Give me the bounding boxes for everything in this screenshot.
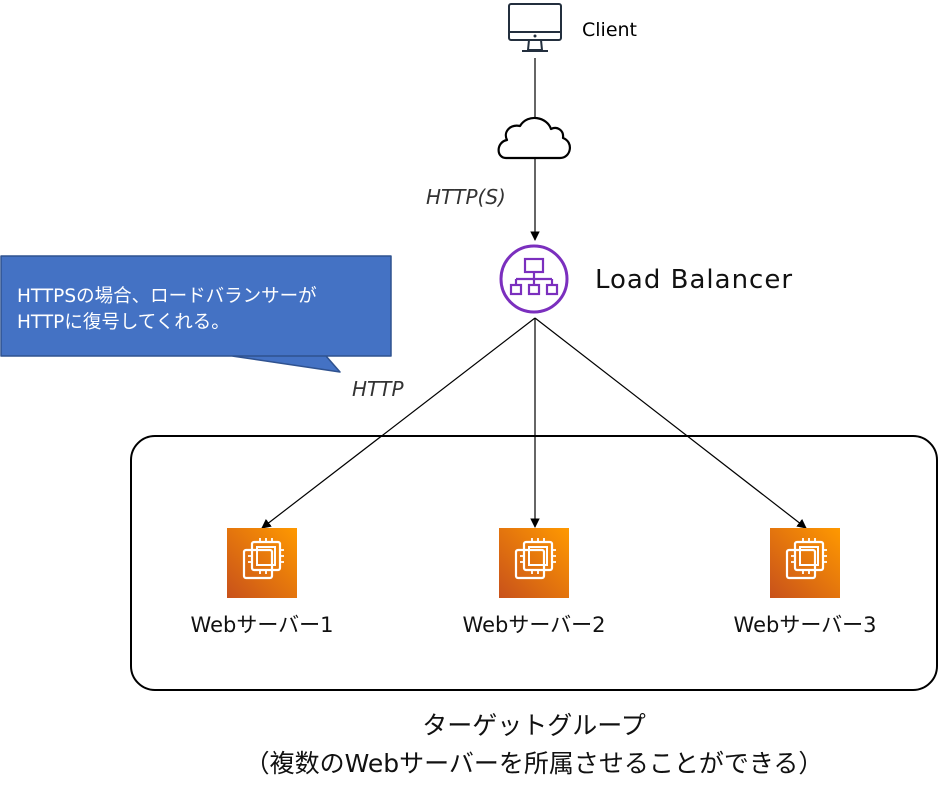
server-label: Webサーバー3 [734, 613, 877, 637]
client-label: Client [582, 19, 637, 41]
web-server-1: Webサーバー1 [191, 528, 334, 637]
load-balancer-label: Load Balancer [595, 265, 793, 295]
web-server-2: Webサーバー2 [463, 528, 606, 637]
lb-to-server3-line [534, 317, 807, 529]
callout-bubble: HTTPSの場合、ロードバランサーが HTTPに復号してくれる。 [0, 255, 392, 373]
callout-line-2: HTTPに復号してくれる。 [17, 312, 230, 333]
server-label: Webサーバー1 [191, 613, 334, 637]
desktop-monitor-icon [508, 3, 562, 52]
server-label: Webサーバー2 [463, 613, 606, 637]
target-group-title: ターゲットグループ [422, 711, 646, 740]
ec2-instance-icon [770, 528, 840, 598]
lb-to-server1-line [261, 317, 536, 529]
load-balancer-icon [499, 244, 569, 314]
ec2-instance-icon [499, 528, 569, 598]
web-server-3: Webサーバー3 [734, 528, 877, 637]
target-group-subtitle: （複数のWebサーバーを所属させることができる） [245, 749, 824, 778]
cloud-icon [497, 116, 571, 160]
target-group-box [130, 435, 938, 691]
ec2-instance-icon [227, 528, 297, 598]
callout-line-1: HTTPSの場合、ロードバランサーが [17, 286, 317, 307]
protocol-label-http: HTTP [352, 377, 404, 401]
protocol-label-https: HTTP(S) [426, 185, 506, 209]
